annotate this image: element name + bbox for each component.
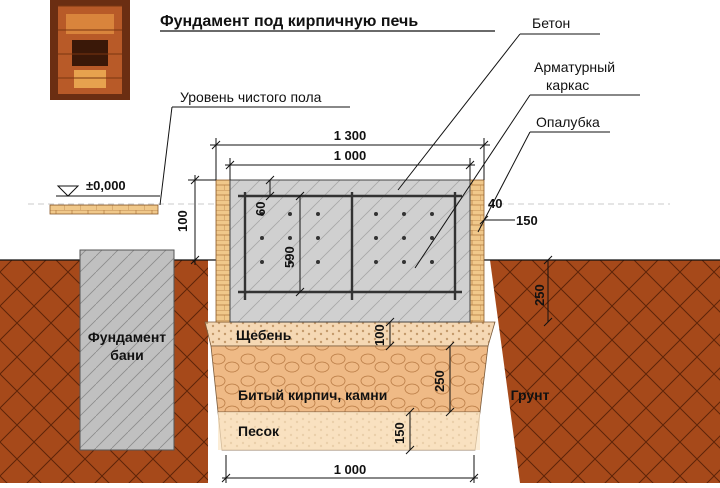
bathhouse-foundation [79, 249, 175, 451]
dim-100-left: 100 [175, 210, 190, 232]
rebar-dot [374, 260, 378, 264]
rebar-dot [316, 236, 320, 240]
label-bath-foundation-2: бани [110, 347, 144, 363]
rebar-dot [430, 212, 434, 216]
rebar-dot [430, 236, 434, 240]
rebar-dot [402, 260, 406, 264]
dim-40: 40 [488, 196, 502, 211]
rebar-dot [402, 212, 406, 216]
stove-photo [50, 0, 130, 100]
layer-gravel-label: Щебень [236, 327, 292, 343]
dim-150-side: 150 [516, 213, 538, 228]
rebar-dot [260, 260, 264, 264]
floor-level-bar [49, 204, 159, 215]
rebar-dot [288, 260, 292, 264]
dim-60: 60 [253, 202, 268, 216]
formwork-right [469, 179, 485, 323]
layer-sand-label: Песок [238, 423, 280, 439]
formwork-left [215, 179, 231, 323]
rebar-dot [260, 212, 264, 216]
rebar-dot [288, 236, 292, 240]
label-floor-level: Уровень чистого пола [180, 89, 322, 105]
rebar-dots [260, 212, 434, 264]
dim-1000-bottom: 1 000 [334, 462, 367, 477]
diagram-title: Фундамент под кирпичную печь [160, 13, 418, 30]
layer-rubble-label: Битый кирпич, камни [238, 387, 387, 403]
dim-590: 590 [282, 246, 297, 268]
label-soil: Грунт [511, 387, 550, 403]
label-rebar-line2: каркас [546, 77, 589, 93]
dim-150-layer: 150 [392, 422, 407, 444]
dim-250-right: 250 [532, 284, 547, 306]
rebar-dot [316, 212, 320, 216]
dimension-lines [188, 138, 553, 483]
soil-right [490, 260, 720, 483]
label-rebar-line1: Арматурный [534, 59, 615, 75]
rebar-cage [238, 192, 462, 300]
rebar-dot [374, 236, 378, 240]
concrete-slab [229, 179, 471, 323]
dim-1000-top: 1 000 [334, 148, 367, 163]
label-formwork: Опалубка [536, 114, 600, 130]
leader-lines [159, 33, 640, 269]
label-bath-foundation-1: Фундамент [88, 329, 166, 345]
dim-250-layer: 250 [432, 370, 447, 392]
label-concrete: Бетон [532, 15, 570, 31]
dim-1300: 1 300 [334, 128, 367, 143]
rebar-dot [260, 236, 264, 240]
rebar-dot [288, 212, 292, 216]
rebar-dot [430, 260, 434, 264]
rebar-dot [374, 212, 378, 216]
rebar-dot [316, 260, 320, 264]
dim-100-layer: 100 [372, 324, 387, 346]
rebar-dot [402, 236, 406, 240]
label-zero-mark: ±0,000 [86, 178, 126, 193]
